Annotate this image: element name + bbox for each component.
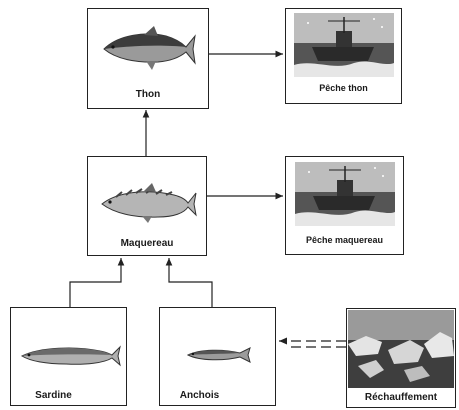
node-thon: Thon [87,8,209,109]
node-thon-label: Thon [135,89,161,100]
mackerel-fish-icon [101,183,197,223]
node-peche-maquereau: Pêche maquereau [285,156,404,255]
node-rechauffement-label: Réchauffement [364,392,438,403]
node-anchois-label: Anchois [179,390,220,401]
tuna-fish-icon [103,26,196,70]
fishing-trawler-icon [294,13,394,77]
melting-ice-icon [348,310,454,388]
anchovy-fish-icon [186,347,251,363]
fishing-trawler-icon [295,162,395,226]
node-peche-maquereau-label: Pêche maquereau [305,235,384,245]
node-peche-thon: Pêche thon [285,8,402,104]
node-rechauffement: Réchauffement [346,308,456,408]
node-maquereau-label: Maquereau [120,238,174,249]
edge-anchois-to-maquereau [165,258,213,307]
node-maquereau: Maquereau [87,156,207,256]
edge-rechauffement-to-anchois [279,337,346,348]
node-sardine-label: Sardine [35,390,72,401]
node-anchois: Anchois [159,307,276,406]
sardine-fish-icon [20,345,121,367]
node-peche-thon-label: Pêche thon [319,83,368,93]
edge-sardine-to-maquereau [69,258,125,307]
node-sardine: Sardine [10,307,127,406]
